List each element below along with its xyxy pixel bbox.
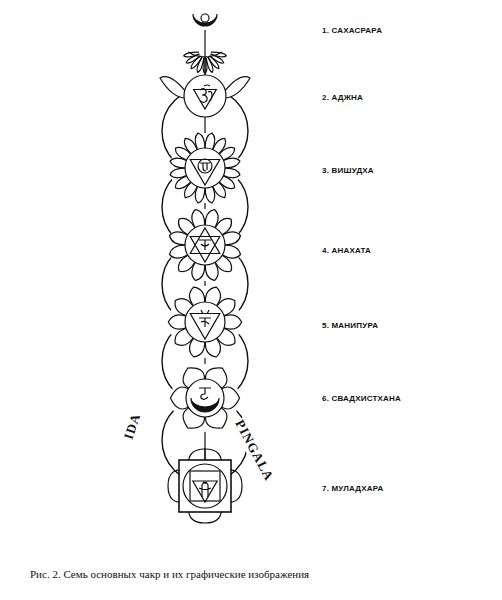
bija-mark — [200, 163, 210, 171]
lotus-petal — [168, 315, 186, 329]
inner-square — [190, 471, 220, 501]
lotus-back — [171, 364, 239, 432]
manipura-symbol — [168, 286, 241, 358]
chakra-circle — [183, 464, 227, 508]
ajna-petal — [160, 77, 186, 98]
lotus-petal — [191, 56, 202, 69]
nadi-label: PINGALA — [231, 416, 277, 484]
svadhisthana-symbol — [170, 364, 239, 432]
chakra-label: 7. МУЛАДХАРА — [322, 484, 384, 493]
triangle — [194, 90, 217, 110]
chakra-circle — [185, 148, 225, 188]
chakra-label: 6. СВАДХИСТХАНА — [322, 394, 401, 403]
chakra-label: 5. МАНИПУРА — [322, 321, 378, 330]
triangle — [190, 160, 220, 186]
lotus-back — [169, 286, 241, 358]
figure-caption: Рис. 2. Семь основных чакр и их графичес… — [30, 568, 309, 580]
anahata-symbol — [169, 209, 241, 281]
lotus-petal — [170, 168, 186, 178]
stem — [204, 448, 205, 460]
lotus-petal — [205, 187, 215, 203]
lotus-figures — [160, 14, 250, 523]
nadi-label: IDA — [120, 410, 144, 442]
ajna-symbol — [160, 75, 250, 117]
sahasrara-symbol — [184, 14, 227, 74]
chakra-circle — [186, 379, 224, 417]
muladhara-symbol — [168, 448, 242, 523]
om-mark — [200, 85, 212, 102]
chakra-circle — [185, 302, 225, 342]
hexagram — [190, 228, 220, 262]
crescent — [193, 14, 217, 26]
lotus-back — [170, 133, 240, 203]
lotus-back — [169, 209, 241, 281]
lingam — [199, 482, 211, 497]
chakra-label: 4. АНАХАТА — [322, 246, 371, 255]
bija-mark — [199, 240, 211, 250]
lotus-petal — [186, 54, 200, 63]
bindu — [201, 14, 209, 22]
lotus-petal — [224, 315, 242, 329]
crescent — [191, 398, 219, 412]
lotus-petal — [224, 158, 240, 168]
chakra-label: 2. АДЖНА — [322, 93, 363, 102]
bija-mark — [199, 388, 211, 399]
chakra-circle — [185, 225, 225, 265]
chakra-circle — [184, 75, 226, 117]
inner-circle — [198, 159, 212, 173]
chakra-label: 1. САХАСРАРА — [322, 26, 382, 35]
chakra-label: 3. ВИШУДХА — [322, 166, 374, 175]
ajna-petal — [224, 77, 250, 98]
lotus-petal — [195, 133, 205, 149]
triangle — [193, 481, 217, 502]
stem — [204, 56, 205, 74]
bija-mark — [199, 310, 211, 327]
vishuddha-symbol — [170, 133, 240, 203]
lotus-petal — [208, 56, 219, 69]
earth-square — [179, 460, 231, 512]
